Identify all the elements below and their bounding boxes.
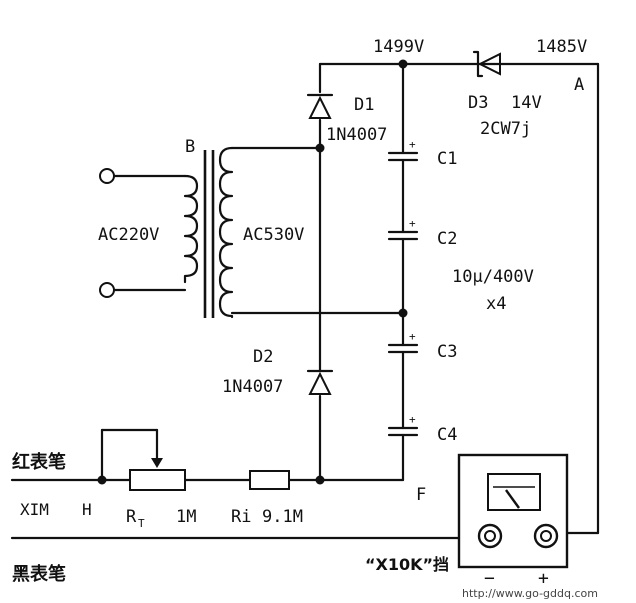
svg-text:+: + xyxy=(409,330,416,343)
resistor-ri xyxy=(249,470,290,490)
svg-text:+: + xyxy=(409,138,416,151)
c1-label: C1 xyxy=(437,149,457,169)
secondary-voltage-label: AC530V xyxy=(243,225,304,245)
meter-minus-label: − xyxy=(484,568,495,589)
node-f-label: F xyxy=(416,485,426,505)
potentiometer-rt xyxy=(129,458,186,491)
red-probe-label: 红表笔 xyxy=(12,451,66,473)
d2-part-label: 1N4007 xyxy=(222,377,283,397)
d3-part-label: 2CW7j xyxy=(480,119,531,139)
node-b-label: B xyxy=(185,137,195,157)
wires xyxy=(10,62,600,540)
zener-d3 xyxy=(472,50,501,78)
node-a-label: A xyxy=(574,75,584,95)
cap-value-label: 10μ/400V xyxy=(452,267,534,287)
d2-label: D2 xyxy=(253,347,273,367)
diode-d2 xyxy=(306,369,334,395)
d3-rating-label: 14V xyxy=(511,93,542,113)
node-h-label: H xyxy=(82,500,92,519)
cap-count-label: x4 xyxy=(486,294,506,314)
d3-label: D3 xyxy=(468,93,488,113)
d1-label: D1 xyxy=(354,95,374,115)
svg-text:+: + xyxy=(409,413,416,426)
diode-d1 xyxy=(306,93,334,119)
meter xyxy=(457,453,569,569)
rt-subscript: T xyxy=(138,517,145,530)
voltage-top-label: 1499V xyxy=(373,37,424,57)
c2-label: C2 xyxy=(437,229,457,249)
meter-plus-label: + xyxy=(538,568,549,589)
rt-value-label: 1M xyxy=(176,507,196,527)
c4-label: C4 xyxy=(437,425,457,445)
rt-label: R xyxy=(126,507,137,527)
watermark-url: http://www.go-gddq.com xyxy=(462,587,598,600)
ri-value-label: 9.1M xyxy=(262,507,303,527)
c3-label: C3 xyxy=(437,342,457,362)
capacitors: + + + + xyxy=(387,138,419,437)
d1-part-label: 1N4007 xyxy=(326,125,387,145)
range-label: “X10K”挡 xyxy=(365,555,449,574)
primary-voltage-label: AC220V xyxy=(98,225,159,245)
junction-dots xyxy=(97,59,408,485)
voltage-right-label: 1485V xyxy=(536,37,587,57)
ri-label: Ri xyxy=(231,507,251,527)
xim-label: XIM xyxy=(20,500,49,519)
svg-text:+: + xyxy=(409,217,416,230)
black-probe-label: 黑表笔 xyxy=(12,563,66,585)
transformer xyxy=(99,146,234,319)
